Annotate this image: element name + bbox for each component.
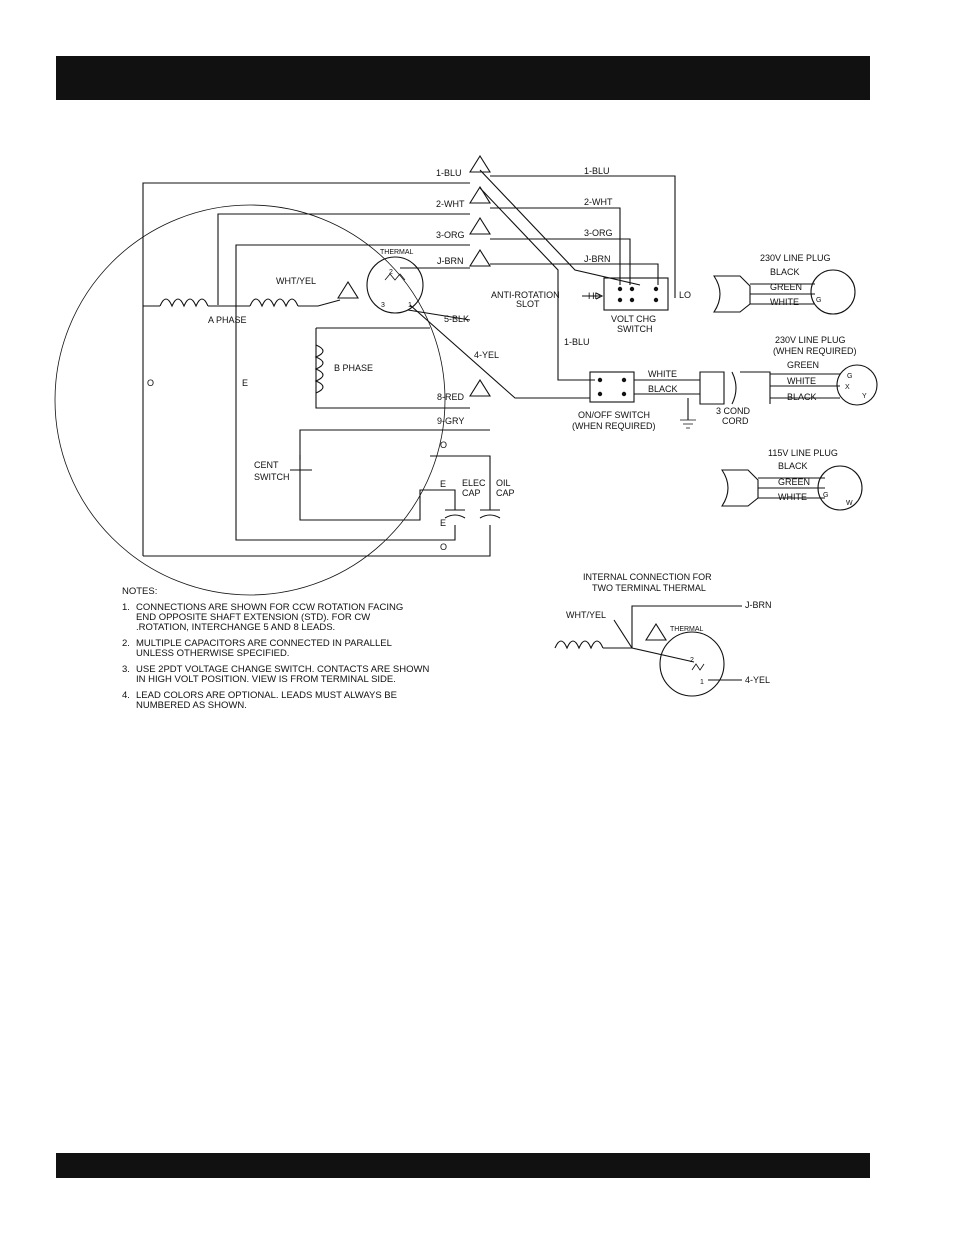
lead-label-wht-yel: WHT/YEL: [276, 276, 316, 286]
cent-switch-label-2: SWITCH: [254, 472, 290, 482]
elec-cap-label-1: ELEC: [462, 478, 486, 488]
note-item: 4. LEAD COLORS ARE OPTIONAL. LEADS MUST …: [122, 691, 452, 711]
lead-label-j-brn-right: J-BRN: [584, 254, 611, 264]
plug3-title: 115V LINE PLUG: [768, 448, 838, 458]
thermal-terminal-3: 3: [381, 302, 385, 309]
oil-cap-label-2: CAP: [496, 488, 515, 498]
line-plug-230v: [712, 269, 856, 315]
onoff-switch-label-1: ON/OFF SWITCH: [578, 410, 650, 420]
thermal-terminal-2: 2: [389, 269, 393, 276]
note-item: 2. MULTIPLE CAPACITORS ARE CONNECTED IN …: [122, 639, 452, 659]
lead-label-2-wht: 2-WHT: [436, 199, 465, 209]
note-number: 4.: [122, 690, 130, 701]
internal-4-yel: 4-YEL: [745, 675, 770, 685]
note-text: LEAD COLORS ARE OPTIONAL. LEADS MUST ALW…: [136, 690, 397, 711]
lead-wires: [142, 169, 676, 557]
lead-label-1-blu: 1-BLU: [436, 168, 462, 178]
e-label-left: E: [242, 378, 248, 388]
internal-thermal-label: THERMAL: [670, 626, 704, 633]
plug2-green: GREEN: [787, 360, 819, 370]
thermal-terminal-1: 1: [408, 302, 412, 309]
terminal-triangles: [337, 154, 491, 397]
cord-label-1: 3 COND: [716, 406, 751, 416]
plug3-w: W: [846, 500, 853, 507]
lead-label-8-red: 8-RED: [437, 392, 465, 402]
volt-chg-label-1: VOLT CHG: [611, 314, 656, 324]
lead-label-1-blu-right: 1-BLU: [584, 166, 610, 176]
note-text: CONNECTIONS ARE SHOWN FOR CCW ROTATION F…: [136, 602, 404, 633]
a-phase-label: A PHASE: [208, 315, 247, 325]
b-phase-label: B PHASE: [334, 363, 373, 373]
volt-chg-label-2: SWITCH: [617, 324, 653, 334]
lead-label-1-blu-lower: 1-BLU: [564, 337, 590, 347]
note-text: USE 2PDT VOLTAGE CHANGE SWITCH. CONTACTS…: [136, 664, 430, 685]
note-number: 2.: [122, 638, 130, 649]
internal-title-1: INTERNAL CONNECTION FOR: [583, 572, 712, 582]
notes-section: NOTES: 1. CONNECTIONS ARE SHOWN FOR CCW …: [122, 587, 452, 717]
internal-wht-yel: WHT/YEL: [566, 610, 606, 620]
internal-connection-detail: [554, 605, 742, 697]
lead-label-9-gry: 9-GRY: [437, 416, 464, 426]
internal-j-brn: J-BRN: [745, 600, 772, 610]
onoff-black-label: BLACK: [648, 384, 678, 394]
capacitors: [444, 509, 501, 519]
plug1-g: G: [816, 297, 821, 304]
plug1-green: GREEN: [770, 282, 802, 292]
o-label-bottom: O: [440, 542, 447, 552]
header-bar: [56, 56, 870, 100]
lead-label-j-brn: J-BRN: [437, 256, 464, 266]
internal-terminal-2: 2: [690, 657, 694, 664]
lead-label-3-org-right: 3-ORG: [584, 228, 613, 238]
lead-label-3-org: 3-ORG: [436, 230, 465, 240]
lo-label: LO: [679, 290, 691, 300]
plug3-g: G: [823, 492, 828, 499]
thermal-label: THERMAL: [380, 249, 414, 256]
plug1-black: BLACK: [770, 267, 800, 277]
lead-label-2-wht-right: 2-WHT: [584, 197, 613, 207]
plug3-black: BLACK: [778, 461, 808, 471]
internal-title-2: TWO TERMINAL THERMAL: [592, 583, 706, 593]
plug3-white: WHITE: [778, 492, 807, 502]
plug3-green: GREEN: [778, 477, 810, 487]
plug1-title: 230V LINE PLUG: [760, 253, 831, 263]
lead-label-4-yel: 4-YEL: [474, 350, 499, 360]
diagram-labels: 1-BLU 1-BLU 2-WHT 2-WHT 3-ORG 3-ORG J-BR…: [147, 166, 867, 686]
plug2-x: X: [845, 384, 850, 391]
internal-terminal-1: 1: [700, 679, 704, 686]
line-plug-115v: [720, 465, 863, 511]
plug2-title-1: 230V LINE PLUG: [775, 335, 846, 345]
note-text: MULTIPLE CAPACITORS ARE CONNECTED IN PAR…: [136, 638, 392, 659]
note-number: 3.: [122, 664, 130, 675]
cent-switch-label-1: CENT: [254, 460, 279, 470]
hi-label: HI: [588, 291, 597, 301]
oil-cap-label-1: OIL: [496, 478, 511, 488]
anti-rotation-label-2: SLOT: [516, 299, 540, 309]
note-number: 1.: [122, 602, 130, 613]
volt-change-switch: [582, 277, 669, 311]
plug1-white: WHITE: [770, 297, 799, 307]
notes-title: NOTES:: [122, 586, 158, 597]
anti-rotation-label-1: ANTI-ROTATION: [491, 290, 560, 300]
plug2-g: G: [847, 373, 852, 380]
line-plug-230v-when-required: [770, 364, 878, 406]
elec-cap-label-2: CAP: [462, 488, 481, 498]
onoff-white-label: WHITE: [648, 369, 677, 379]
plug2-y: Y: [862, 393, 867, 400]
o-label-left: O: [147, 378, 154, 388]
onoff-switch: [589, 371, 771, 429]
note-item: 3. USE 2PDT VOLTAGE CHANGE SWITCH. CONTA…: [122, 665, 452, 685]
lead-label-5-blk: 5-BLK: [444, 314, 469, 324]
plug2-title-2: (WHEN REQUIRED): [773, 346, 857, 356]
motor-outline: [54, 204, 446, 596]
e-label-cap-bottom: E: [440, 518, 446, 528]
plug2-white: WHITE: [787, 376, 816, 386]
plug2-black: BLACK: [787, 392, 817, 402]
footer-bar: [56, 1153, 870, 1178]
cord-label-2: CORD: [722, 416, 749, 426]
e-label-cap: E: [440, 479, 446, 489]
note-item: 1. CONNECTIONS ARE SHOWN FOR CCW ROTATIO…: [122, 603, 452, 633]
o-label-cap: O: [440, 440, 447, 450]
onoff-switch-label-2: (WHEN REQUIRED): [572, 421, 656, 431]
